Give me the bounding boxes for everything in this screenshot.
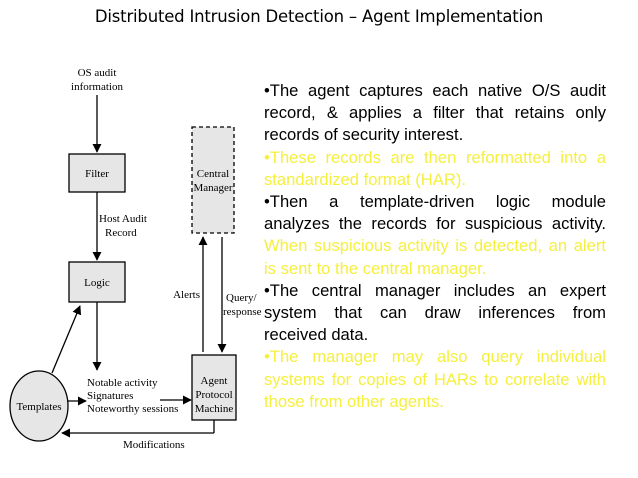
bullet-manager-query: •The manager may also query individual s… xyxy=(264,347,606,411)
alerts-label: Alerts xyxy=(173,289,200,301)
os-audit-label: OS audit xyxy=(78,67,117,79)
os-audit-label-2: information xyxy=(71,81,123,93)
bullet-template-logic-text: •Then a template-driven logic module ana… xyxy=(264,192,606,234)
logic-box xyxy=(68,261,126,303)
bullet-agent-captures: •The agent captures each native O/S audi… xyxy=(264,81,606,145)
host-audit-label-2: Record xyxy=(105,227,137,239)
bullet-alert-sent: When suspicious activity is detected, an… xyxy=(264,236,606,278)
query-label-2: response xyxy=(223,306,262,318)
agent-protocol-label-3: Machine xyxy=(195,403,234,415)
notable-activity-label-2: Signatures xyxy=(87,390,133,402)
central-manager-label-2: Manager xyxy=(193,182,232,194)
query-label: Query/ xyxy=(226,292,257,304)
filter-label: Filter xyxy=(85,168,109,180)
bullet-list: •The agent captures each native O/S audi… xyxy=(264,80,606,413)
slide-title: Distributed Intrusion Detection – Agent … xyxy=(94,7,544,26)
bullet-expert-system: •The central manager includes an expert … xyxy=(264,280,606,345)
templates-circle xyxy=(9,370,69,442)
host-audit-label: Host Audit xyxy=(99,213,147,225)
notable-activity-label: Notable activity xyxy=(87,377,158,389)
bullet-template-logic: •Then a template-driven logic module ana… xyxy=(264,191,606,280)
logic-label: Logic xyxy=(84,277,110,289)
bullet-records-reformatted: •These records are then reformatted into… xyxy=(264,147,606,189)
central-manager-box xyxy=(191,126,235,234)
agent-protocol-label-2: Protocol xyxy=(195,389,232,401)
templates-label: Templates xyxy=(16,401,61,413)
notable-activity-label-3: Noteworthy sessions xyxy=(87,403,178,415)
agent-protocol-box xyxy=(191,354,237,421)
arrow-templates-to-logic xyxy=(51,305,82,374)
central-manager-label: Central xyxy=(197,168,229,180)
agent-protocol-label: Agent xyxy=(201,375,228,387)
modifications-label: Modifications xyxy=(123,439,185,451)
